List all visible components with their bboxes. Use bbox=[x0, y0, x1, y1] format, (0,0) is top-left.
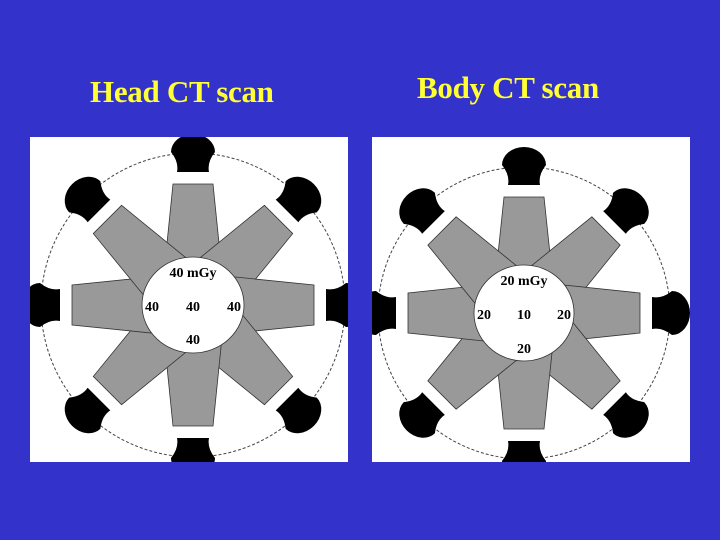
dose-center: 40 bbox=[186, 300, 200, 315]
dose-left: 40 bbox=[145, 300, 159, 315]
x-ray-tube-icon bbox=[399, 392, 445, 438]
x-ray-tube-icon bbox=[171, 438, 215, 462]
x-ray-tube-icon bbox=[603, 392, 649, 438]
dose-top: 20 mGy bbox=[500, 274, 547, 289]
dose-bottom: 20 bbox=[517, 342, 531, 357]
dose-bottom: 40 bbox=[186, 333, 200, 348]
x-ray-tube-icon bbox=[64, 176, 111, 223]
x-ray-tube-icon bbox=[275, 176, 322, 223]
x-ray-tube-icon bbox=[399, 188, 445, 234]
x-ray-tube-icon bbox=[652, 291, 690, 335]
body-ct-diagram: 20 mGy 20 10 20 20 bbox=[372, 137, 690, 462]
dose-right: 20 bbox=[557, 308, 571, 323]
x-ray-tube-icon bbox=[275, 387, 322, 434]
body-ct-title: Body CT scan bbox=[417, 70, 599, 105]
x-ray-tube-icon bbox=[502, 147, 546, 185]
head-phantom bbox=[141, 256, 245, 354]
x-ray-tube-icon bbox=[326, 283, 348, 327]
head-ct-title: Head CT scan bbox=[90, 74, 274, 109]
x-ray-tube-icon bbox=[372, 291, 396, 335]
dose-left: 20 bbox=[477, 308, 491, 323]
x-ray-tube-icon bbox=[502, 441, 546, 462]
x-ray-tube-icon bbox=[64, 387, 111, 434]
ct-scanner-illustration: 20 mGy 20 10 20 20 bbox=[372, 147, 690, 462]
ct-scanner-illustration: 40 mGy 40 40 40 40 bbox=[30, 137, 348, 462]
dose-top: 40 mGy bbox=[169, 266, 216, 281]
dose-right: 40 bbox=[227, 300, 241, 315]
x-ray-tube-icon bbox=[603, 188, 649, 234]
body-phantom bbox=[473, 264, 575, 362]
x-ray-tube-icon bbox=[30, 283, 60, 327]
dose-center: 10 bbox=[517, 308, 531, 323]
x-ray-tube-icon bbox=[171, 137, 215, 172]
head-ct-diagram: 40 mGy 40 40 40 40 bbox=[30, 137, 348, 462]
